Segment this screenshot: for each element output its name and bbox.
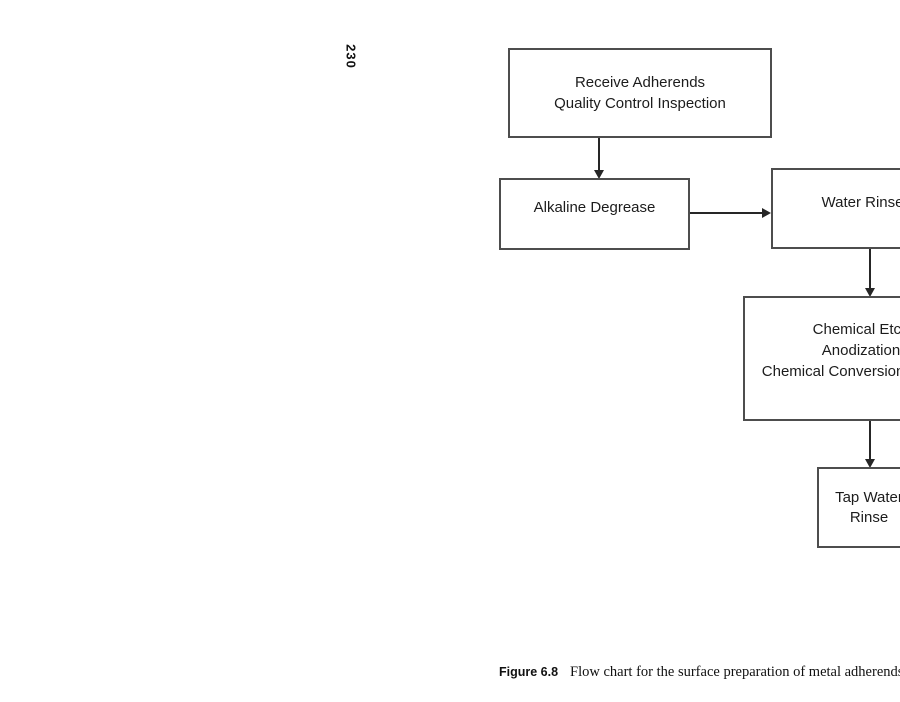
node-label-line: Chemical Conversion Coating: [761, 363, 900, 380]
arrow-alkaline-to-water-rinse: [690, 212, 763, 214]
node-label-line: Receive Adherends: [574, 74, 706, 91]
flow-node-tap-water-rinse: Tap Water Rinse: [817, 467, 900, 548]
node-label-line: Water Rinse: [821, 193, 900, 211]
flow-node-alkaline-degrease: Alkaline Degrease: [499, 178, 690, 250]
arrow-water-rinse-to-chemical: [869, 249, 871, 289]
arrowhead-down-icon: [865, 288, 875, 297]
flow-node-water-rinse: Water Rinse: [771, 168, 900, 249]
arrowhead-down-icon: [594, 170, 604, 179]
flow-node-receive-adherends: Receive Adherends Quality Control Inspec…: [508, 48, 772, 138]
arrow-receive-to-alkaline: [598, 138, 600, 172]
node-label-line: Chemical Etch: [812, 321, 900, 338]
arrowhead-right-icon: [762, 208, 771, 218]
node-label-line: Alkaline Degrease: [533, 198, 656, 216]
node-label-line: Rinse: [849, 508, 889, 526]
figure-caption-text: Flow chart for the surface preparation o…: [570, 664, 900, 680]
node-label-line: Tap Water: [835, 488, 900, 506]
node-label-line: Anodization: [821, 342, 900, 359]
node-label-line: Quality Control Inspection: [554, 95, 726, 112]
arrow-chemical-to-tap-water: [869, 421, 871, 460]
figure-caption-number: Figure 6.8: [499, 665, 559, 679]
arrowhead-down-icon: [865, 459, 875, 468]
flow-node-chemical-etch-anodization: Chemical Etch Anodization Chemical Conve…: [743, 296, 900, 421]
figure-caption: Figure 6.8 Flow chart for the surface pre…: [499, 662, 900, 682]
page-number: 230: [343, 44, 359, 69]
